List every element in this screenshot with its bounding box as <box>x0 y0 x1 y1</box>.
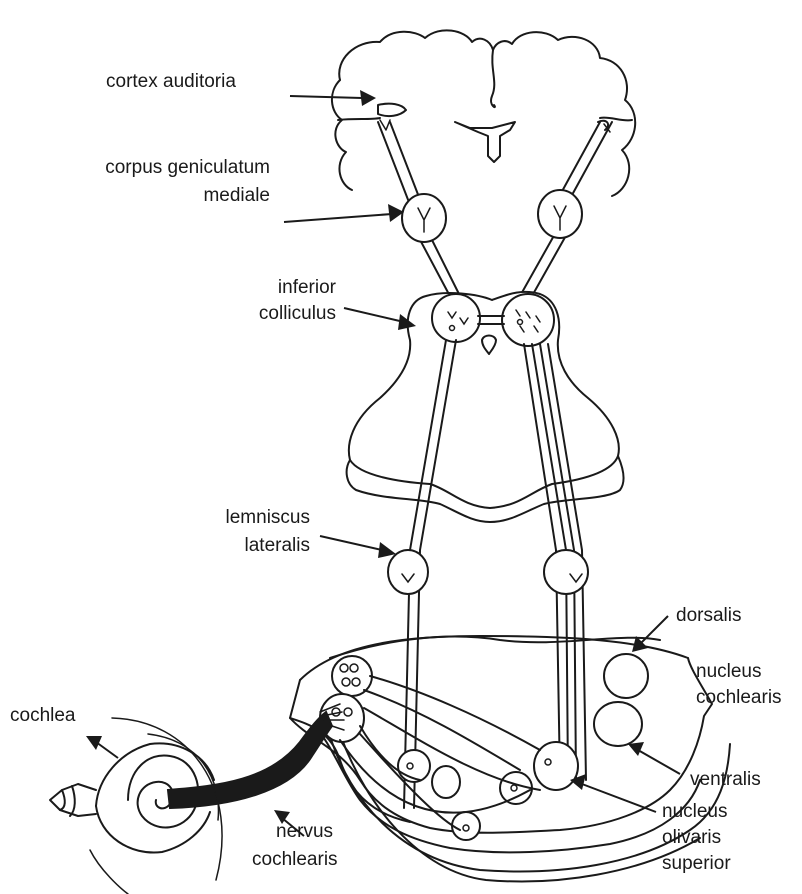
label-nucleus-olivaris-line3: superior <box>662 852 731 875</box>
superior-olive-nuclei <box>398 742 578 840</box>
label-lemniscus-lateralis-line1: lemniscus <box>190 506 310 529</box>
label-corpus-geniculatum-line2: mediale <box>36 184 270 207</box>
label-lemniscus-lateralis-line2: lateralis <box>190 534 310 557</box>
label-nervus-cochlearis-line2: cochlearis <box>252 848 338 871</box>
label-nucleus-cochlearis-line1: nucleus <box>696 660 762 683</box>
label-cochlea: cochlea <box>10 704 76 727</box>
label-nucleus-cochlearis-line2: cochlearis <box>696 686 782 709</box>
label-inferior-colliculus-line2: colliculus <box>220 302 336 325</box>
label-nucleus-olivaris-line2: olivaris <box>662 826 721 849</box>
cochlear-nuclei-right <box>594 654 648 746</box>
label-ventralis: ventralis <box>690 768 761 791</box>
label-dorsalis: dorsalis <box>676 604 741 627</box>
cerebrum-outline <box>332 30 635 196</box>
label-nucleus-olivaris-line1: nucleus <box>662 800 728 823</box>
lemniscus-nuclei <box>388 550 588 594</box>
label-corpus-geniculatum-line1: corpus geniculatum <box>36 156 270 179</box>
label-cortex-auditoria: cortex auditoria <box>106 70 236 93</box>
label-nervus-cochlearis-line1: nervus <box>276 820 333 843</box>
brainstem-block <box>347 292 624 522</box>
label-inferior-colliculus-line1: inferior <box>220 276 336 299</box>
olivary-connection-fibers <box>340 676 540 830</box>
medial-geniculate-nuclei <box>402 190 582 242</box>
cochlea <box>50 718 222 894</box>
